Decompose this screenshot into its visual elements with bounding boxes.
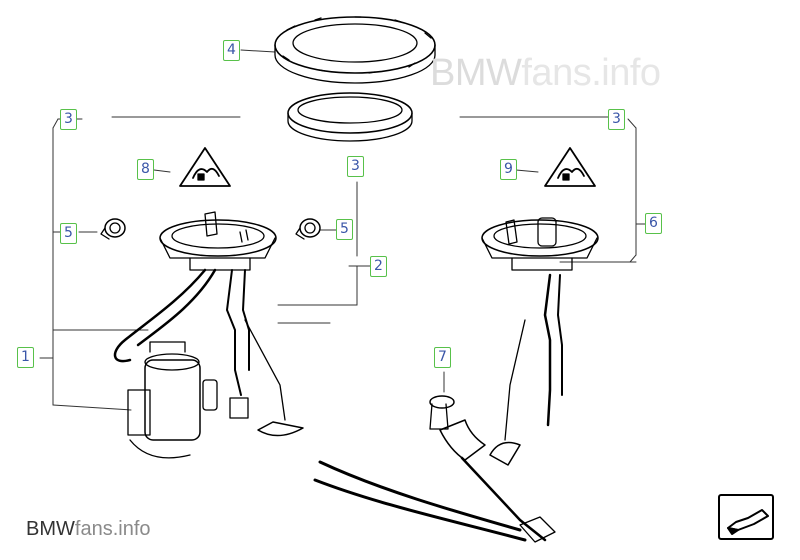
callout-1[interactable]: 1 <box>17 347 34 368</box>
clamp-right <box>295 218 321 240</box>
callout-5-left[interactable]: 5 <box>60 223 77 244</box>
callout-3-center[interactable]: 3 <box>347 156 364 177</box>
callout-2[interactable]: 2 <box>370 256 387 277</box>
callout-3-right[interactable]: 3 <box>608 109 625 130</box>
callout-8[interactable]: 8 <box>137 159 154 180</box>
watermark-top-brand: BMW <box>430 52 522 94</box>
locking-ring <box>274 16 436 84</box>
warning-label-8 <box>179 147 231 187</box>
watermark-top: BMWfans.info <box>430 52 661 95</box>
watermark-top-rest: fans.info <box>521 52 661 94</box>
fuel-filter-and-lines <box>313 395 556 543</box>
callout-6[interactable]: 6 <box>645 213 662 234</box>
leader-lines <box>39 49 646 411</box>
callout-3-left[interactable]: 3 <box>60 109 77 130</box>
callout-4[interactable]: 4 <box>223 40 240 61</box>
callout-7[interactable]: 7 <box>434 347 451 368</box>
clamp-left <box>100 218 126 240</box>
warning-label-9 <box>544 147 596 187</box>
fuel-pump-assembly-left <box>113 211 304 459</box>
callout-5-right[interactable]: 5 <box>336 219 353 240</box>
watermark-bottom-rest: fans.info <box>74 518 151 540</box>
callout-9[interactable]: 9 <box>500 159 517 180</box>
level-sensor-assembly-right <box>481 217 599 466</box>
seal-ring <box>287 92 413 142</box>
watermark-bottom-brand: BMW <box>26 518 75 540</box>
watermark-bottom: BMWfans.info <box>26 518 151 541</box>
return-arrow-icon[interactable] <box>718 494 774 540</box>
